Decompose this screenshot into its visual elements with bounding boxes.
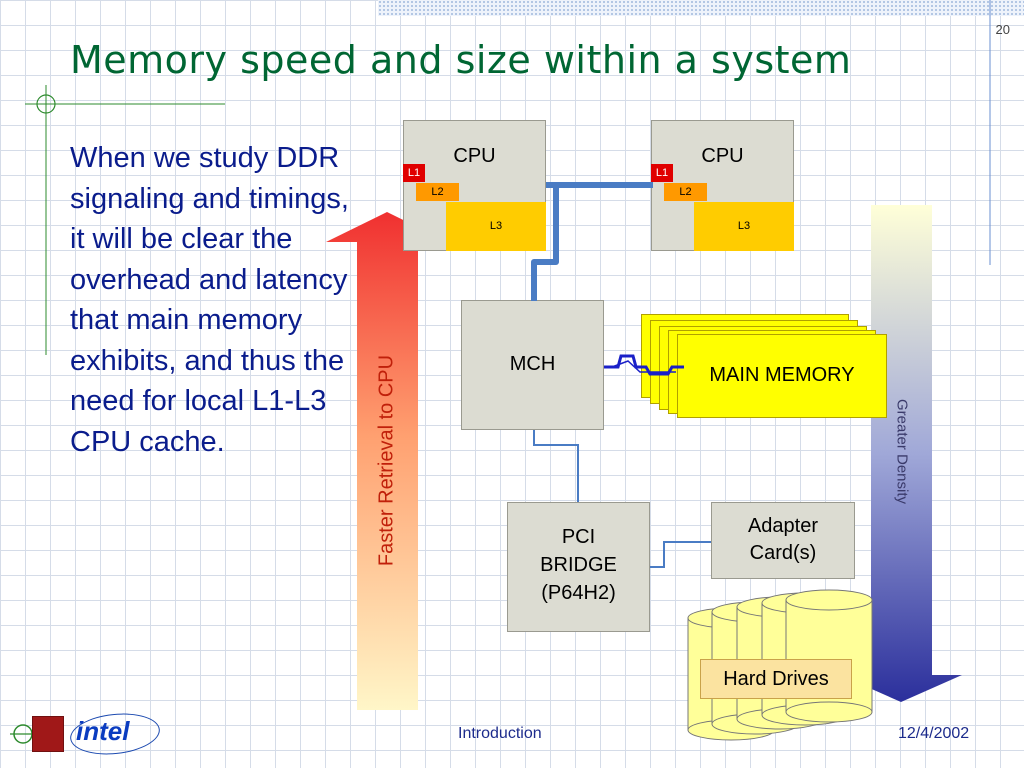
body-paragraph: When we study DDR signaling and timings,… bbox=[70, 142, 349, 458]
adapter-line-1: Adapter bbox=[747, 515, 819, 537]
pci-bridge-box: PCI BRIDGE (P64H2) bbox=[507, 502, 650, 632]
pci-bridge-line-2: BRIDGE bbox=[540, 554, 617, 576]
l3-cache-1: L3 bbox=[446, 202, 546, 251]
university-seal-icon bbox=[32, 716, 64, 752]
faster-retrieval-label: Faster Retrieval to CPU bbox=[375, 354, 398, 567]
faster-retrieval-arrow bbox=[326, 212, 448, 710]
adapter-card-box: Adapter Card(s) bbox=[711, 502, 855, 579]
pci-bridge-label: PCI BRIDGE (P64H2) bbox=[508, 523, 649, 607]
cpu-label-2: CPU bbox=[701, 145, 744, 167]
mch-label: MCH bbox=[509, 353, 556, 375]
main-memory-box: MAIN MEMORY bbox=[677, 334, 887, 418]
pci-bridge-line-1: PCI bbox=[561, 526, 596, 548]
slide-title: Memory speed and size within a system bbox=[70, 38, 852, 82]
l1-cache-2: L1 bbox=[651, 164, 673, 182]
l3-cache-2: L3 bbox=[694, 202, 794, 251]
l1-cache-1: L1 bbox=[403, 164, 425, 182]
pci-bridge-line-3: (P64H2) bbox=[541, 582, 616, 604]
adapter-line-2: Card(s) bbox=[749, 542, 817, 564]
footer-section-title: Introduction bbox=[458, 725, 542, 742]
crosshair-icon bbox=[36, 94, 56, 114]
l2-cache-2: L2 bbox=[664, 183, 707, 201]
main-memory-label: MAIN MEMORY bbox=[709, 364, 855, 386]
page-number: 20 bbox=[995, 22, 1010, 37]
greater-density-label: Greater Density bbox=[893, 398, 911, 505]
cpu-label-1: CPU bbox=[453, 145, 496, 167]
adapter-label: Adapter Card(s) bbox=[712, 513, 854, 567]
l2-cache-1: L2 bbox=[416, 183, 459, 201]
density-arrow bbox=[840, 205, 962, 702]
footer-logo-area: intel bbox=[10, 709, 162, 759]
footer-date: 12/4/2002 bbox=[898, 725, 970, 742]
top-decorative-band bbox=[378, 0, 1024, 16]
hard-drives-label: Hard Drives bbox=[700, 659, 852, 699]
intel-logo: intel bbox=[76, 716, 130, 746]
mch-box: MCH bbox=[461, 300, 604, 430]
